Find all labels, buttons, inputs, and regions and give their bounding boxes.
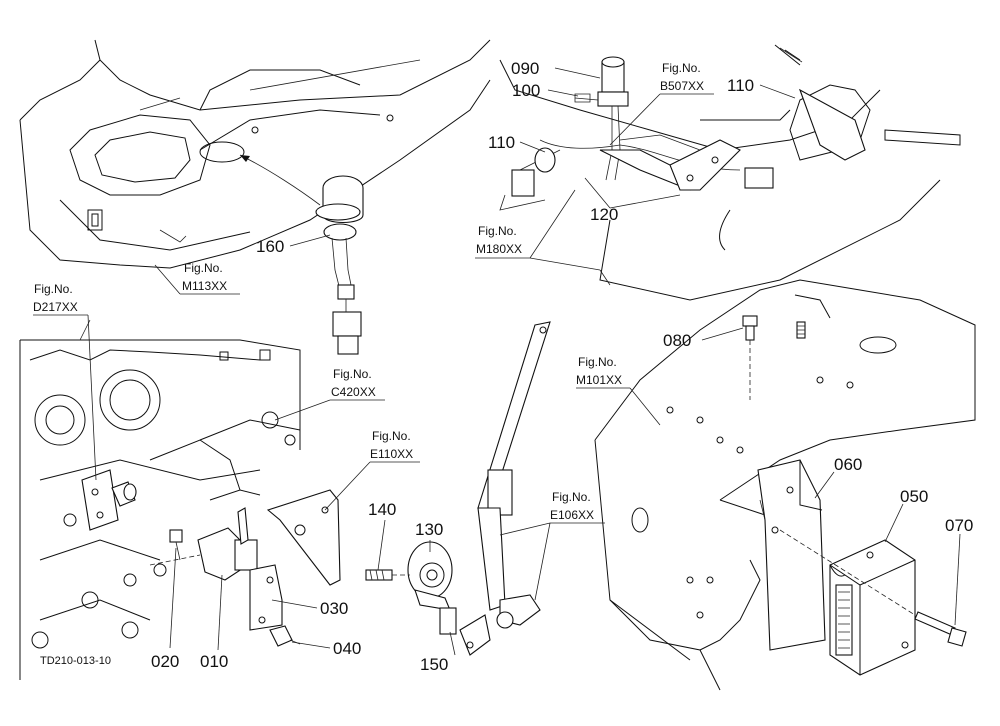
fig-ref-e106-line1: Fig.No.	[552, 490, 591, 504]
fig-ref-m180-code: M180XX	[476, 242, 522, 256]
part-080-bolt	[742, 315, 758, 400]
engine-block	[19, 319, 301, 680]
part-060-bracket	[757, 459, 826, 651]
lever-assembly	[365, 321, 551, 656]
fig-ref-e110-line1: Fig.No.	[372, 429, 411, 443]
fig-ref-d217-line1: Fig.No.	[34, 282, 73, 296]
leader-lines	[33, 67, 961, 656]
fig-ref-b507-line1: Fig.No.	[662, 61, 701, 75]
label-100: 100	[512, 81, 540, 100]
fig-ref-m180-line1: Fig.No.	[478, 224, 517, 238]
fig-ref-c420-code: C420XX	[331, 385, 376, 399]
top-right-harness	[499, 44, 961, 301]
fig-ref-m113-line1: Fig.No.	[184, 261, 223, 275]
sensor-assembly	[149, 489, 341, 647]
label-140: 140	[368, 500, 396, 519]
part-160-switch	[239, 154, 364, 355]
label-070: 070	[945, 516, 973, 535]
figure-reference-labels: Fig.No. B507XX Fig.No. M180XX Fig.No. M1…	[33, 61, 704, 522]
fig-ref-m113-code: M113XX	[182, 279, 227, 293]
part-050-controller	[829, 539, 916, 676]
fig-ref-e110-code: E110XX	[370, 447, 413, 461]
label-090: 090	[511, 59, 539, 78]
label-020: 020	[151, 652, 179, 671]
label-120: 120	[590, 205, 618, 224]
fig-ref-b507-code: B507XX	[660, 79, 704, 93]
part-number-labels: 090 100 110 110 120 160 080 060 050 070 …	[151, 59, 973, 674]
fig-ref-m101-code: M101XX	[576, 373, 622, 387]
label-150: 150	[420, 655, 448, 674]
label-160: 160	[256, 237, 284, 256]
label-050: 050	[900, 487, 928, 506]
label-110-right: 110	[727, 76, 754, 95]
label-130: 130	[415, 520, 443, 539]
fig-ref-m101-line1: Fig.No.	[578, 355, 617, 369]
label-110-left: 110	[488, 133, 515, 152]
dashboard-housing	[19, 39, 491, 269]
fig-ref-e106-code: E106XX	[550, 508, 594, 522]
label-040: 040	[333, 639, 361, 658]
label-060: 060	[834, 455, 862, 474]
drawing-code: TD210-013-10	[40, 655, 111, 667]
label-030: 030	[320, 599, 348, 618]
fig-ref-d217-code: D217XX	[33, 300, 78, 314]
label-080: 080	[663, 331, 691, 350]
label-010: 010	[200, 652, 228, 671]
part-070-bolt	[779, 529, 967, 647]
frame-plate	[594, 279, 976, 691]
fig-ref-c420-line1: Fig.No.	[333, 367, 372, 381]
